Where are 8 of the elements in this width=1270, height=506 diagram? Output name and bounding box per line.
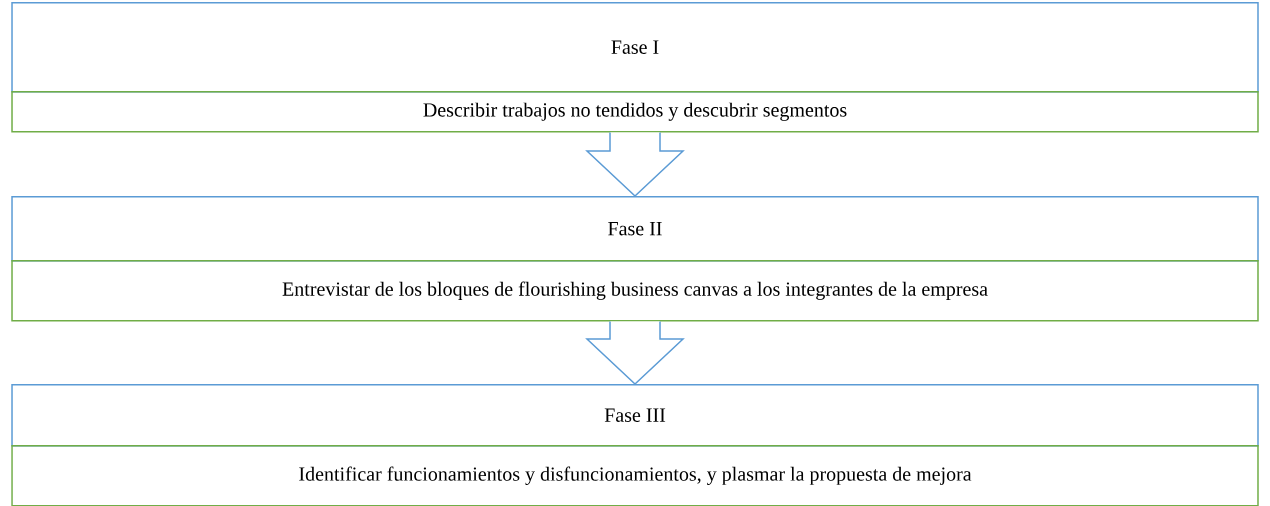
phase-header-box: Fase I xyxy=(11,2,1259,93)
phase-header-box: Fase II xyxy=(11,196,1259,262)
phase-description-box: Describir trabajos no tendidos y descubrir segmentos xyxy=(11,91,1259,133)
phase-description-box: Identificar funcionamientos y disfuncionamientos, y plasmar la propuesta de mejora xyxy=(11,445,1259,506)
block-arrow xyxy=(585,320,685,385)
phase-header-box: Fase III xyxy=(11,384,1259,447)
phase-description-box: Entrevistar de los bloques de flourishing business canvas a los integrantes de la empresa xyxy=(11,260,1259,322)
block-arrow xyxy=(585,131,685,198)
